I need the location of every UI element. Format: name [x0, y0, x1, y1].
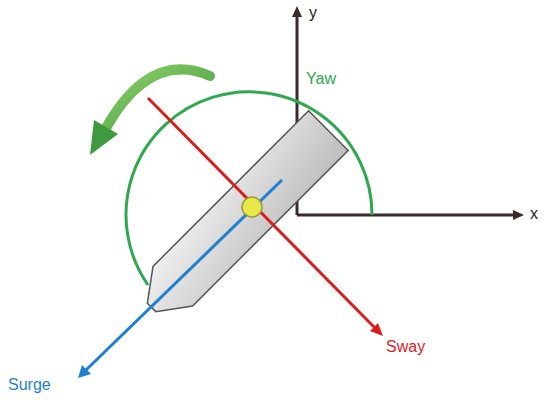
- motion-label: Surge: [6, 376, 53, 394]
- motion-label: Sway: [384, 338, 427, 356]
- axis-label: x: [528, 205, 540, 223]
- axis-label: y: [307, 4, 319, 22]
- centre-point: [242, 197, 262, 217]
- axes: [292, 6, 524, 220]
- sway-axis: [148, 98, 383, 336]
- x-axis: [297, 214, 514, 217]
- yaw-arrow: [90, 70, 210, 156]
- surge-axis: [78, 180, 282, 378]
- x-axis-head: [513, 210, 524, 220]
- y-axis-head: [292, 6, 302, 17]
- motion-label: Yaw: [304, 70, 338, 88]
